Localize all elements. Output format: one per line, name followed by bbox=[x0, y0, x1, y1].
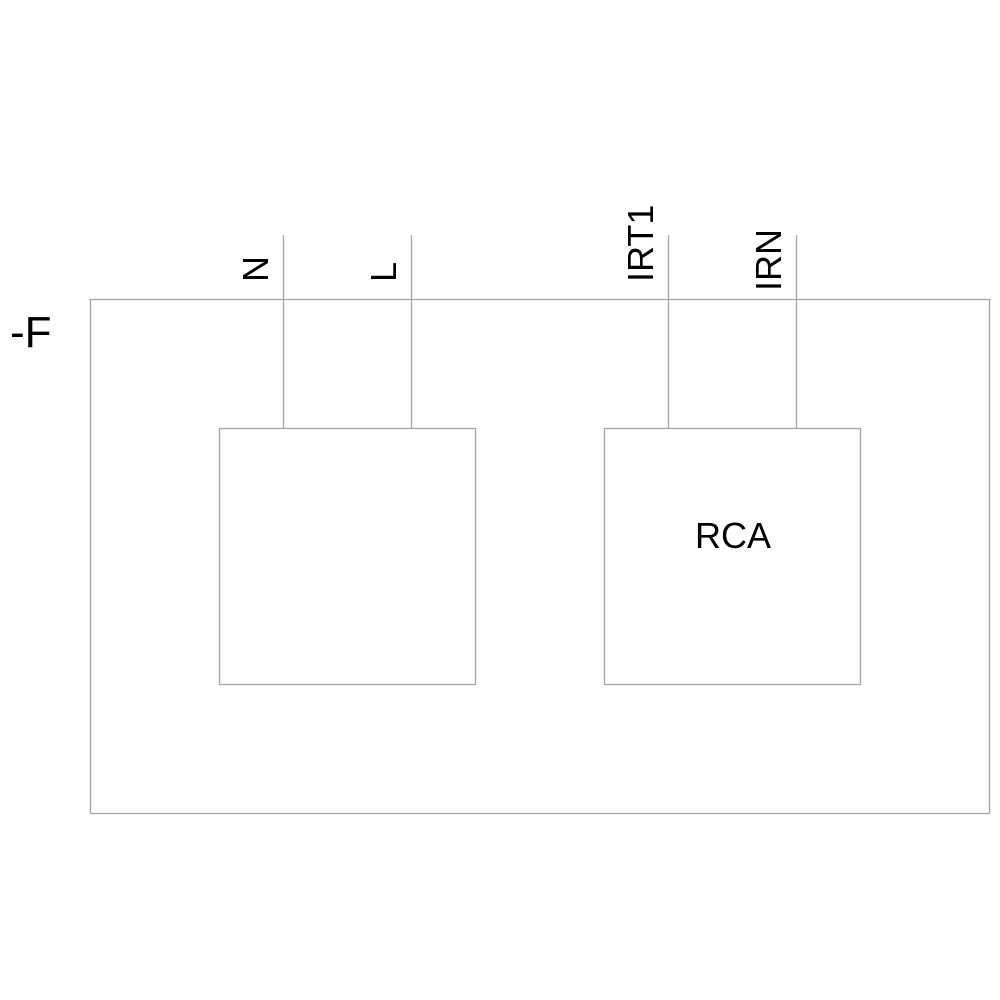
device-designation: -F bbox=[10, 308, 52, 357]
block-rca bbox=[603, 427, 862, 686]
terminal-label-irt1: IRT1 bbox=[620, 205, 661, 282]
device-enclosure bbox=[89, 298, 991, 815]
block-power bbox=[218, 427, 477, 686]
terminal-label-l: L bbox=[363, 262, 404, 282]
terminal-label-n: N bbox=[235, 256, 276, 282]
terminal-label-irn: IRN bbox=[748, 229, 789, 291]
block-label-rca: RCA bbox=[695, 515, 771, 556]
